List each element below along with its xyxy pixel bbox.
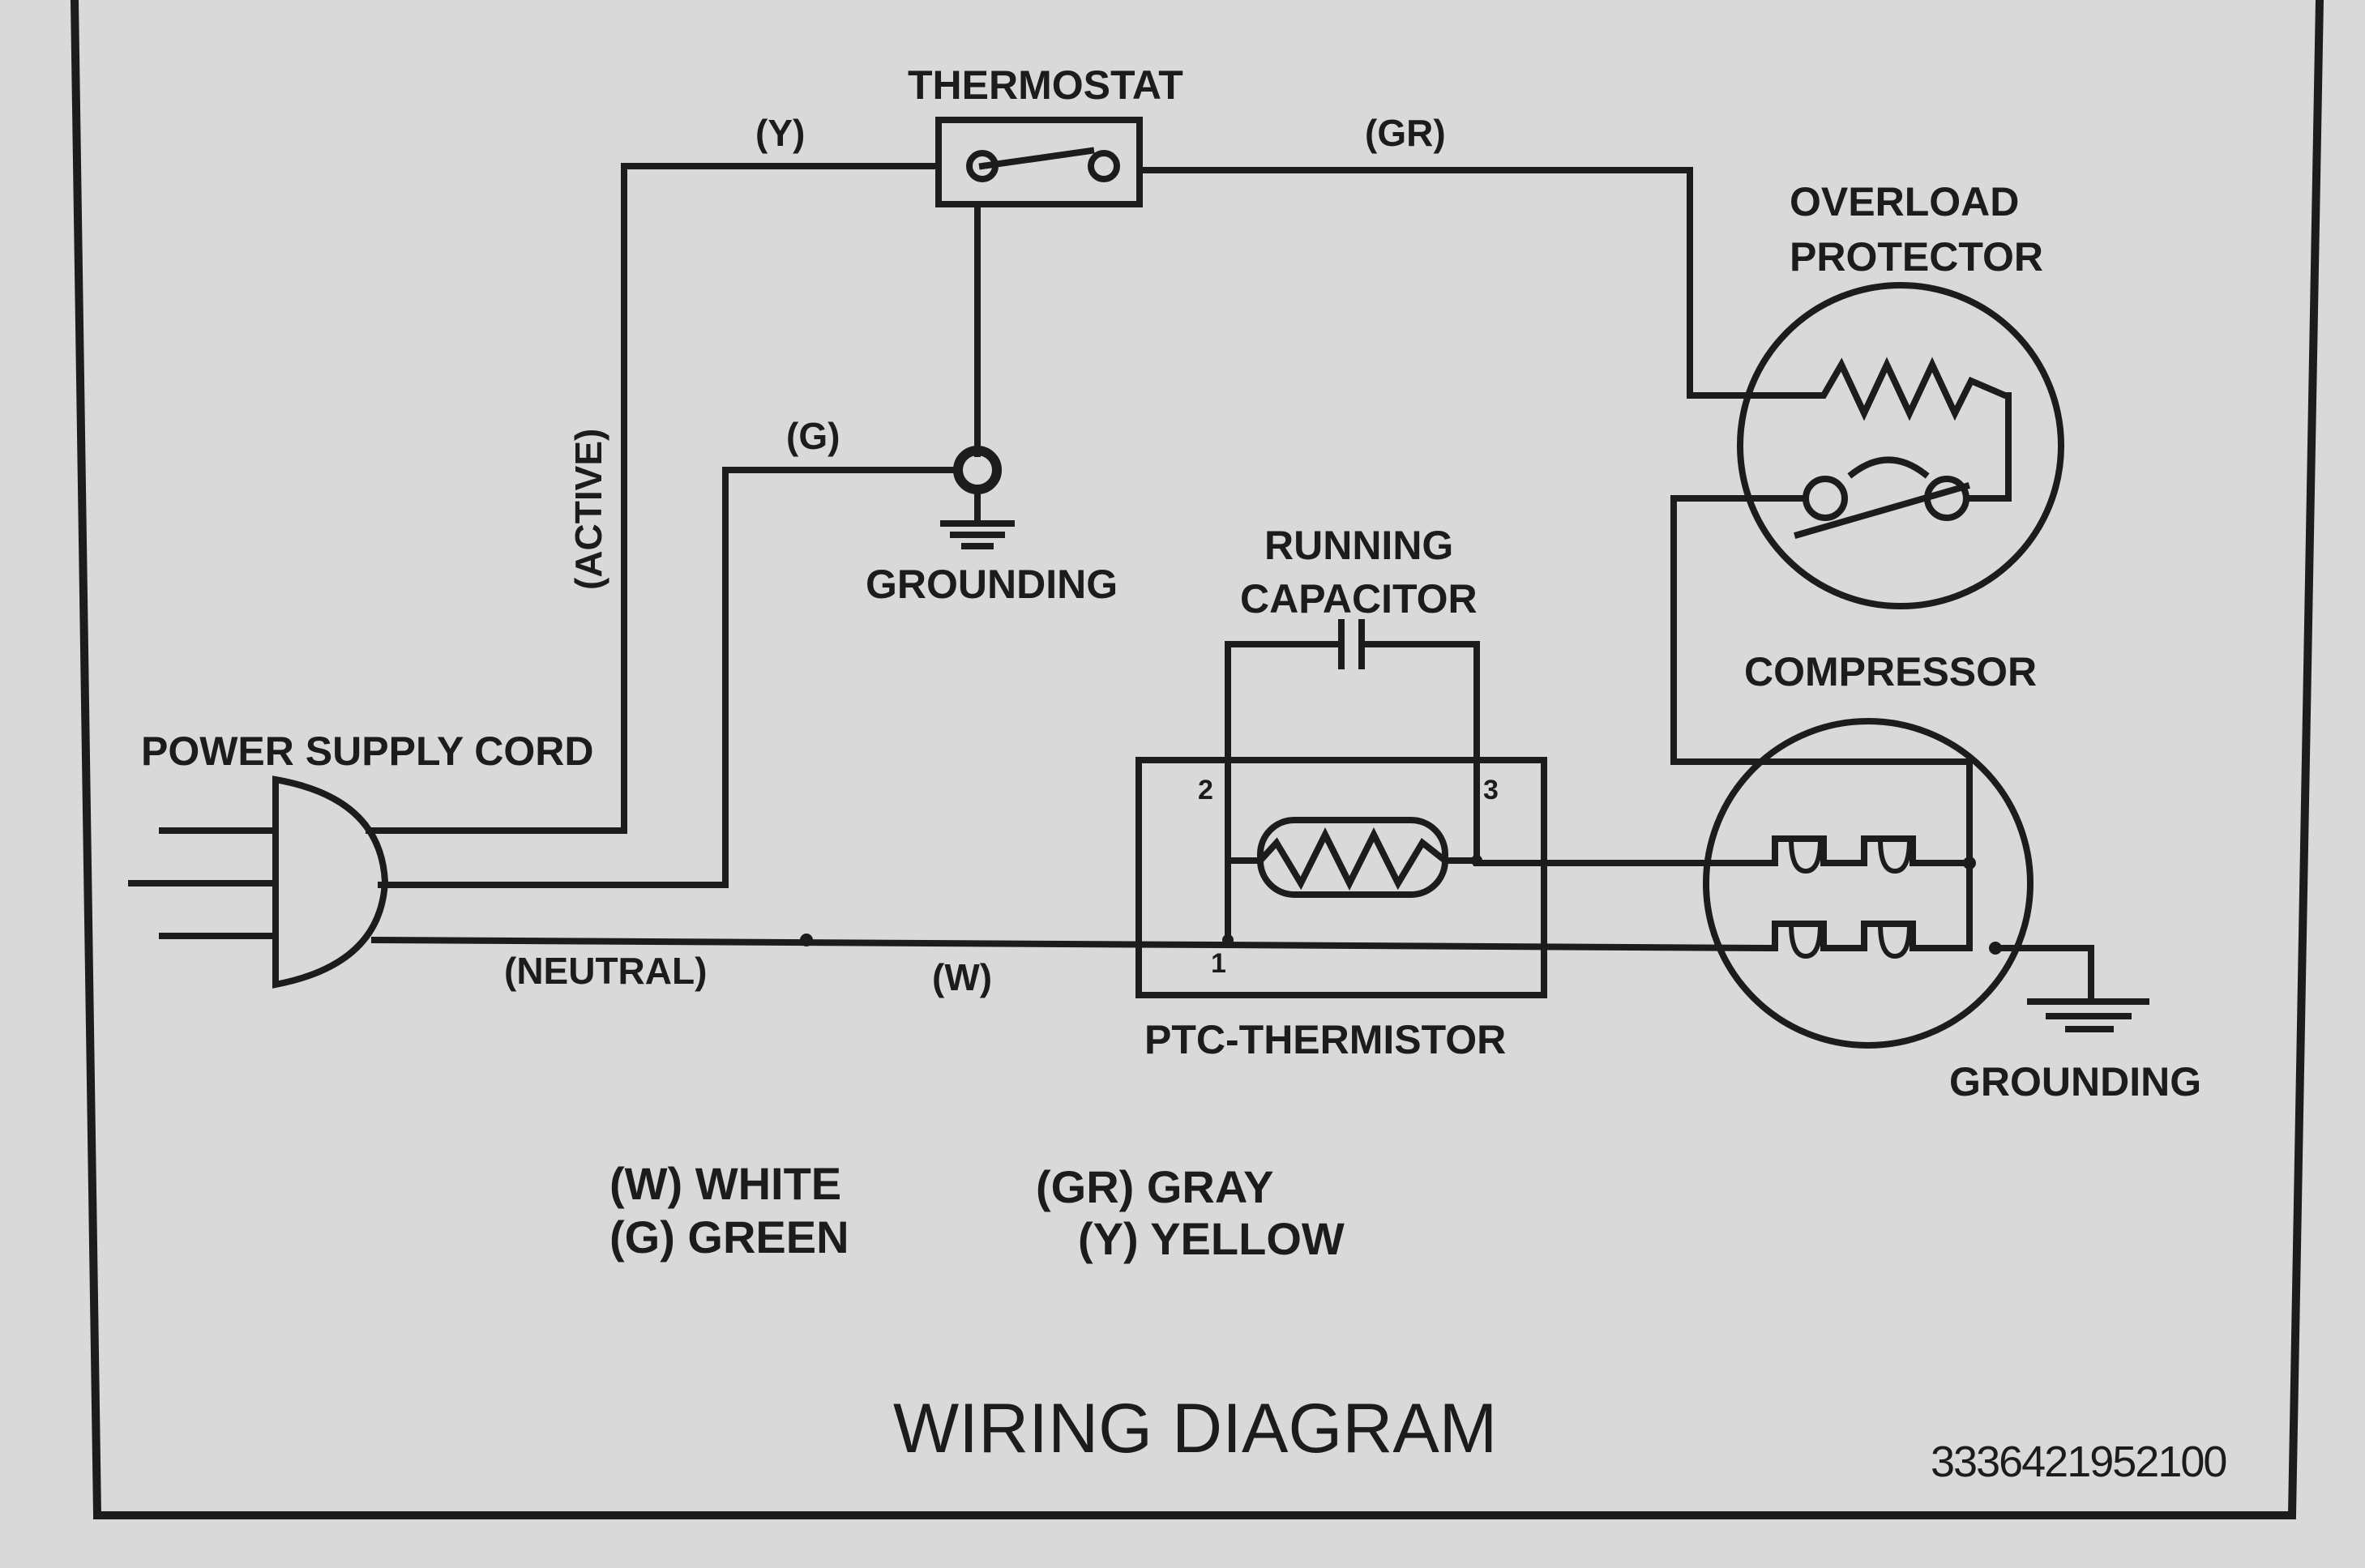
diagram-title: WIRING DIAGRAM <box>893 1390 1497 1468</box>
legend-green: (G) GREEN <box>609 1211 849 1263</box>
green-ground-wire <box>378 467 961 888</box>
capacitor-label-line1: RUNNING <box>1264 523 1453 568</box>
gray-wire <box>1136 167 1803 399</box>
sheet-border <box>70 0 2324 1519</box>
legend-white: (W) WHITE <box>609 1158 841 1209</box>
wire-label-green: (G) <box>786 415 840 457</box>
ptc-thermistor-label: PTC-THERMISTOR <box>1144 1017 1506 1062</box>
wire-label-neutral: (NEUTRAL) <box>504 950 707 992</box>
overload-protector <box>1737 282 2064 609</box>
compressor-ground-wire <box>1992 945 2094 1005</box>
part-number: 3336421952100 <box>1931 1438 2226 1486</box>
overload-label-line1: OVERLOAD <box>1790 179 2019 224</box>
grounding-symbol-top <box>940 446 1015 549</box>
terminal-1-label: 1 <box>1211 948 1226 979</box>
compressor-label: COMPRESSOR <box>1744 649 2037 694</box>
color-legend: (W) WHITE (G) GREEN (GR) GRAY (Y) YELLOW <box>609 1158 1345 1264</box>
thermostat-switch <box>935 117 1143 207</box>
neutral-junction <box>800 934 813 946</box>
wire-label-gray: (GR) <box>1365 112 1446 154</box>
capacitor-label-line2: CAPACITOR <box>1240 576 1478 622</box>
legend-yellow: (Y) YELLOW <box>1078 1213 1345 1264</box>
power-supply-plug <box>128 775 389 989</box>
power-supply-cord-label: POWER SUPPLY CORD <box>141 728 593 774</box>
thermostat-label: THERMOSTAT <box>908 62 1183 108</box>
overload-compressor-wire <box>1670 495 1973 866</box>
grounding-bottom-label: GROUNDING <box>1949 1059 2201 1104</box>
wire-label-white: (W) <box>932 956 992 998</box>
grounding-symbol-bottom <box>2027 998 2149 1032</box>
compressor <box>1703 718 2034 1049</box>
neutral-wire <box>370 936 1771 952</box>
overload-label-line2: PROTECTOR <box>1790 234 2043 280</box>
wire-label-yellow: (Y) <box>755 112 805 154</box>
active-wire <box>366 163 942 834</box>
wire-label-active: (ACTIVE) <box>567 429 609 590</box>
running-capacitor <box>1225 619 1480 869</box>
legend-gray: (GR) GRAY <box>1036 1161 1274 1212</box>
terminal-3-label: 3 <box>1483 775 1499 805</box>
terminal-2-label: 2 <box>1198 775 1213 805</box>
grounding-top-label: GROUNDING <box>866 562 1118 607</box>
